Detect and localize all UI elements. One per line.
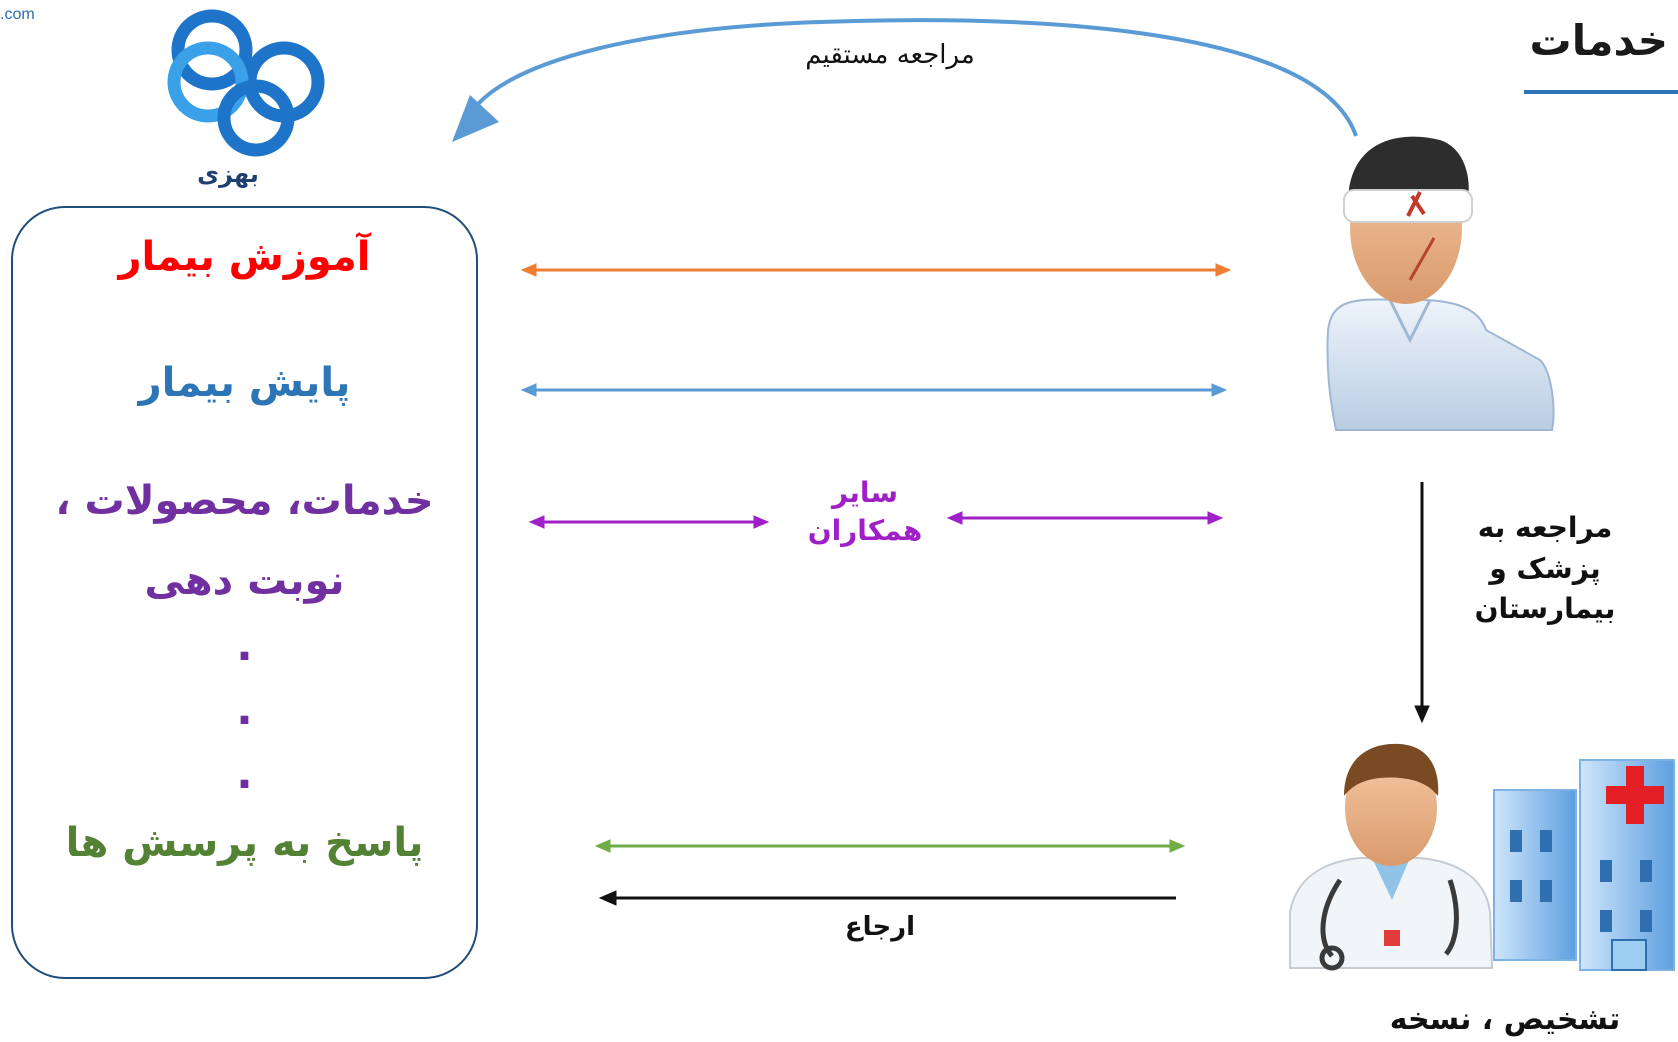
colleagues-line-2: همکاران — [807, 513, 923, 547]
hospital-building-icon — [1493, 759, 1675, 971]
education-arrow — [520, 263, 1232, 277]
ellipsis-dot: . — [236, 684, 253, 735]
colleagues-arrow-left — [528, 515, 770, 529]
logo-label: بهزی — [197, 160, 259, 188]
services-box — [11, 206, 478, 979]
referral-arrow — [598, 890, 1176, 906]
visit-doctor-line-2: پزشک و — [1489, 551, 1601, 585]
url-fragment: .com — [0, 6, 35, 23]
diagnosis-label: تشخیص ، نسخه — [1389, 1002, 1621, 1037]
appointment-label: نوبت دهی — [144, 558, 345, 604]
title-underline — [1524, 90, 1678, 94]
direct-visit-label: مراجعه مستقیم — [805, 40, 975, 70]
services-products-label: خدمات، محصولات ، — [55, 478, 434, 524]
colleagues-label: سایر همکاران — [790, 474, 940, 550]
colleagues-arrow-right — [946, 511, 1224, 525]
answers-label: پاسخ به پرسش ها — [65, 820, 424, 866]
page-title: خدمات — [1529, 16, 1668, 65]
direct-visit-arrow — [452, 18, 1358, 142]
visit-doctor-line-3: بیمارستان — [1474, 592, 1616, 626]
visit-doctor-arrow — [1414, 482, 1430, 724]
patient-monitoring-label: پایش بیمار — [138, 360, 351, 406]
visit-doctor-line-1: مراجعه به — [1477, 511, 1613, 544]
answers-arrow — [594, 839, 1186, 853]
doctor-icon — [1289, 743, 1494, 971]
ellipsis-dot: . — [236, 748, 253, 799]
injured-patient-icon — [1326, 136, 1555, 431]
ellipsis-dot: . — [236, 620, 253, 671]
monitoring-arrow — [520, 383, 1228, 397]
referral-label: ارجاع — [844, 912, 916, 942]
patient-education-label: آموزش بیمار — [118, 234, 371, 280]
behzi-logo-icon — [167, 9, 325, 157]
colleagues-line-1: سایر — [832, 476, 898, 509]
visit-doctor-label: مراجعه به پزشک و بیمارستان — [1440, 508, 1650, 630]
